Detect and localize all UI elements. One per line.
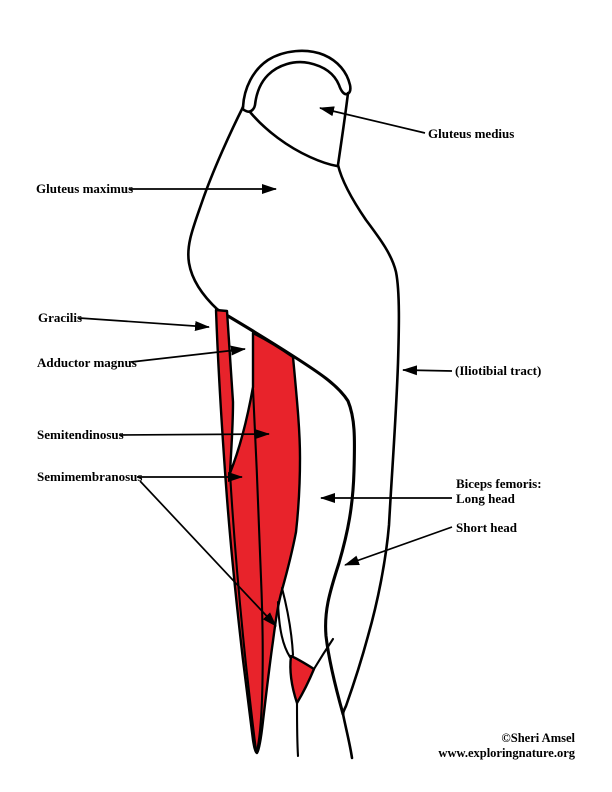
- label-gluteus-maximus: Gluteus maximus: [36, 181, 133, 196]
- arrow-adductor-magnus: [130, 345, 246, 363]
- arrow-short-head: [344, 526, 453, 566]
- hamstring-muscle-group: [214, 308, 302, 755]
- arrow-iliotibial-tract: [402, 365, 453, 376]
- arrow-gracilis: [78, 317, 210, 332]
- gluteus-medius-border-line: [248, 110, 339, 168]
- credit-website: www.exploringnature.org: [438, 746, 575, 760]
- semimembranosus-semitendinosus-border-line: [251, 387, 264, 753]
- label-short-head: Short head: [456, 520, 518, 535]
- knee-contour-line-b: [276, 600, 292, 659]
- knee-contour-line-c: [312, 637, 335, 671]
- buttock-left-outline: [187, 105, 245, 312]
- knee-contour-line-a: [280, 586, 295, 657]
- thigh-right-outline: [336, 91, 401, 760]
- label-biceps-femoris: Biceps femoris:: [456, 476, 542, 491]
- popliteal-muscle-red: [289, 654, 316, 705]
- arrow-semimembranosus-lower: [139, 480, 277, 627]
- arrow-semitendinosus: [119, 429, 270, 440]
- arrow-gluteus-medius: [319, 106, 426, 134]
- gracilis-semimembranosus-border-line: [228, 471, 258, 752]
- label-gracilis: Gracilis: [38, 310, 82, 325]
- label-adductor-magnus: Adductor magnus: [37, 355, 137, 370]
- label-semitendinosus: Semitendinosus: [37, 427, 124, 442]
- credit-author: ©Sheri Amsel: [501, 731, 575, 745]
- label-iliotibial-tract: (Iliotibial tract): [455, 363, 541, 378]
- label-gluteus-medius: Gluteus medius: [428, 126, 514, 141]
- iliac-crest-band: [241, 49, 352, 113]
- label-long-head: Long head: [456, 491, 516, 506]
- tibia-line: [295, 701, 300, 758]
- label-semimembranosus: Semimembranosus: [37, 469, 142, 484]
